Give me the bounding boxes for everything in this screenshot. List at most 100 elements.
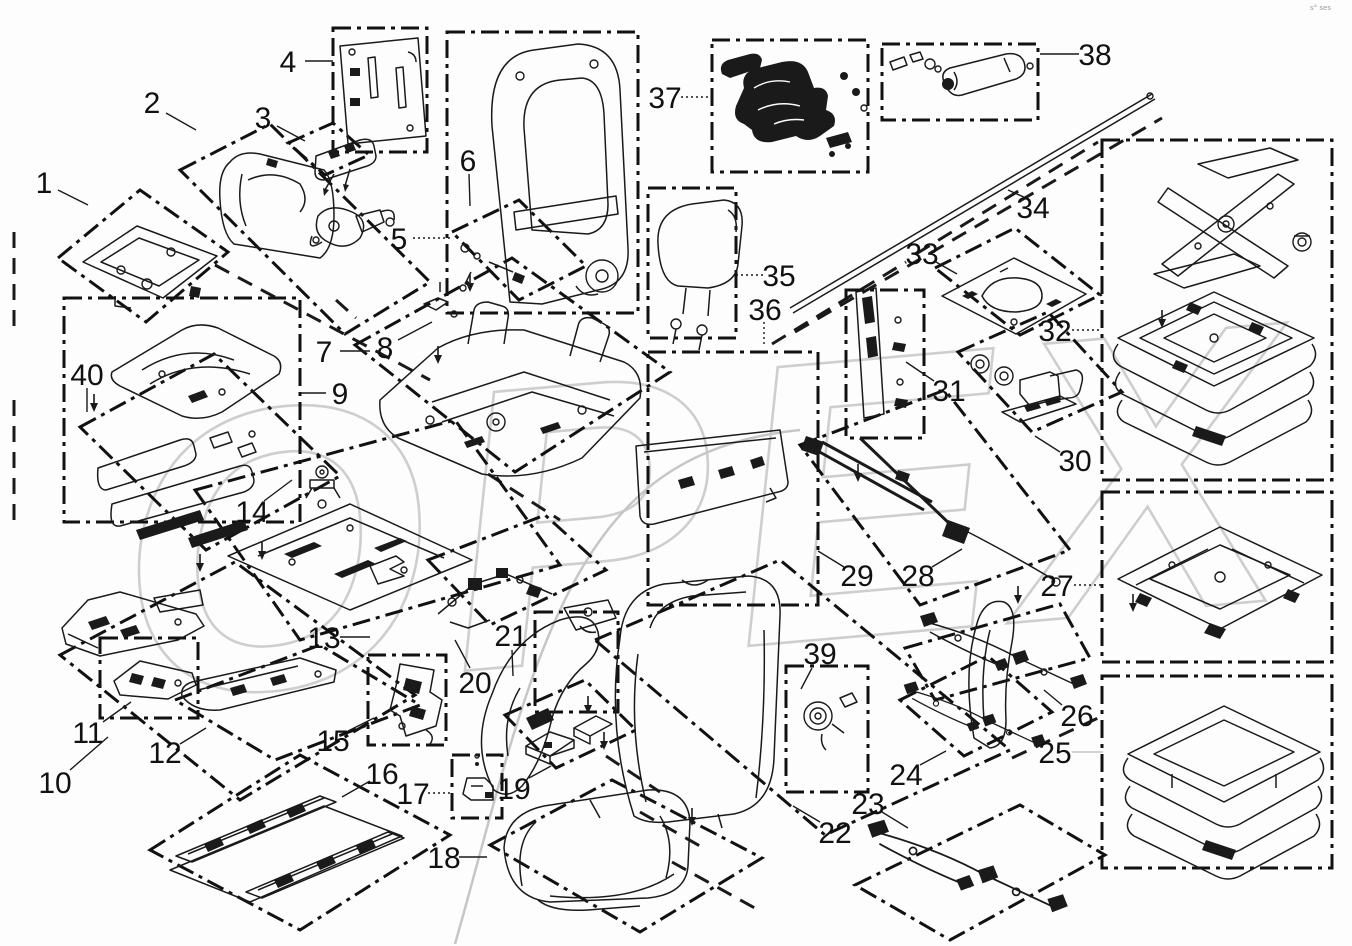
part-shape xyxy=(678,476,695,489)
part-shape xyxy=(516,576,524,584)
part-shape xyxy=(1153,253,1261,289)
part-shape xyxy=(1231,548,1305,584)
part-shape xyxy=(1003,57,1011,73)
callout-29: 29 xyxy=(840,560,873,593)
construction-line xyxy=(334,298,358,320)
callout-22: 22 xyxy=(818,817,851,850)
callout-3: 3 xyxy=(255,102,272,135)
part-shape xyxy=(1051,577,1061,587)
screw-arrow-head xyxy=(854,473,862,482)
part-shape xyxy=(350,98,360,106)
part-shape xyxy=(981,277,1043,313)
part-shape xyxy=(1026,62,1034,70)
part-shape xyxy=(174,679,182,687)
part-shape xyxy=(549,740,575,757)
part-shape xyxy=(519,821,537,887)
part-shape xyxy=(248,430,256,438)
part-shape xyxy=(1126,813,1321,880)
part-shape xyxy=(1297,237,1307,247)
box-13-14 xyxy=(192,418,563,642)
part-shape xyxy=(1001,395,1077,423)
part-shape xyxy=(942,78,954,90)
part-shape xyxy=(503,789,691,903)
construction-line xyxy=(794,116,1163,334)
part-shape xyxy=(526,584,542,598)
part-shape xyxy=(523,77,609,235)
box-15 xyxy=(366,653,448,747)
screw-arrow-head xyxy=(600,741,608,750)
part-shape xyxy=(166,247,176,257)
screw-arrow-head xyxy=(90,403,98,412)
part-shape xyxy=(309,235,323,247)
part-shape xyxy=(515,71,525,81)
part-shape xyxy=(174,618,182,626)
part-shape xyxy=(1135,593,1152,607)
screw-arrow-icon xyxy=(1014,586,1022,604)
callout-leader-12 xyxy=(179,727,207,745)
construction-line xyxy=(1011,716,1099,760)
part-shape xyxy=(328,220,340,232)
part-shape xyxy=(334,560,376,578)
part-shape xyxy=(920,612,938,627)
part-shape xyxy=(486,412,506,432)
part-shape xyxy=(441,391,615,423)
screw-arrow-head xyxy=(258,551,266,560)
part-shape xyxy=(659,815,671,879)
box-4 xyxy=(331,26,429,154)
part-shape xyxy=(1005,729,1013,736)
part-shape xyxy=(116,265,126,275)
callout-7: 7 xyxy=(316,336,333,369)
part-shape xyxy=(246,819,266,834)
part-shape xyxy=(1157,187,1289,279)
callout-2: 2 xyxy=(144,87,161,120)
part-3-switch-module xyxy=(314,138,377,196)
construction-line xyxy=(671,860,763,914)
box-33 xyxy=(932,226,1103,337)
part-33-mounting-plate xyxy=(941,257,1087,335)
callout-16: 16 xyxy=(365,758,398,791)
part-shape xyxy=(449,619,491,629)
part-shape xyxy=(188,520,248,548)
part-shape xyxy=(467,301,510,345)
part-shape xyxy=(1217,215,1235,233)
part-shape xyxy=(400,566,408,574)
part-shape xyxy=(773,118,805,125)
part-shape xyxy=(1248,322,1264,335)
box-32 xyxy=(1100,138,1334,482)
part-shape xyxy=(1149,544,1291,610)
part-shape xyxy=(324,173,335,191)
construction-line xyxy=(771,260,907,346)
part-shape xyxy=(431,371,611,403)
callout-13: 13 xyxy=(307,622,340,655)
construction-line xyxy=(605,754,661,794)
part-shape xyxy=(750,456,765,469)
part-shape xyxy=(136,510,204,540)
screw-arrow-icon xyxy=(854,464,862,482)
part-shape xyxy=(1197,147,1299,179)
part-6-backrest-frame xyxy=(490,43,629,305)
part-shape xyxy=(540,422,561,434)
part-shape xyxy=(230,684,247,696)
part-shape xyxy=(425,415,435,425)
callout-9: 9 xyxy=(332,378,349,411)
part-shape xyxy=(1070,674,1087,689)
part-shape xyxy=(815,448,925,512)
callout-leader-8 xyxy=(397,321,433,341)
box-18 xyxy=(486,778,766,934)
part-shape xyxy=(994,366,1014,386)
screw-arrow-head xyxy=(466,283,474,292)
part-shape xyxy=(894,398,908,408)
part-shape xyxy=(718,466,735,479)
part-18-seat-cushion xyxy=(503,789,691,912)
part-shape xyxy=(862,296,875,324)
part-shape xyxy=(1209,333,1219,343)
screw-arrow-icon xyxy=(1129,594,1137,612)
part-shape xyxy=(1049,369,1084,401)
part-shape xyxy=(149,366,251,385)
callout-4: 4 xyxy=(280,46,297,79)
callout-27: 27 xyxy=(1040,570,1073,603)
part-shape xyxy=(840,72,848,80)
part-shape xyxy=(1112,343,1317,414)
part-22-backrest-cushion xyxy=(614,575,781,829)
part-shape xyxy=(577,405,587,415)
